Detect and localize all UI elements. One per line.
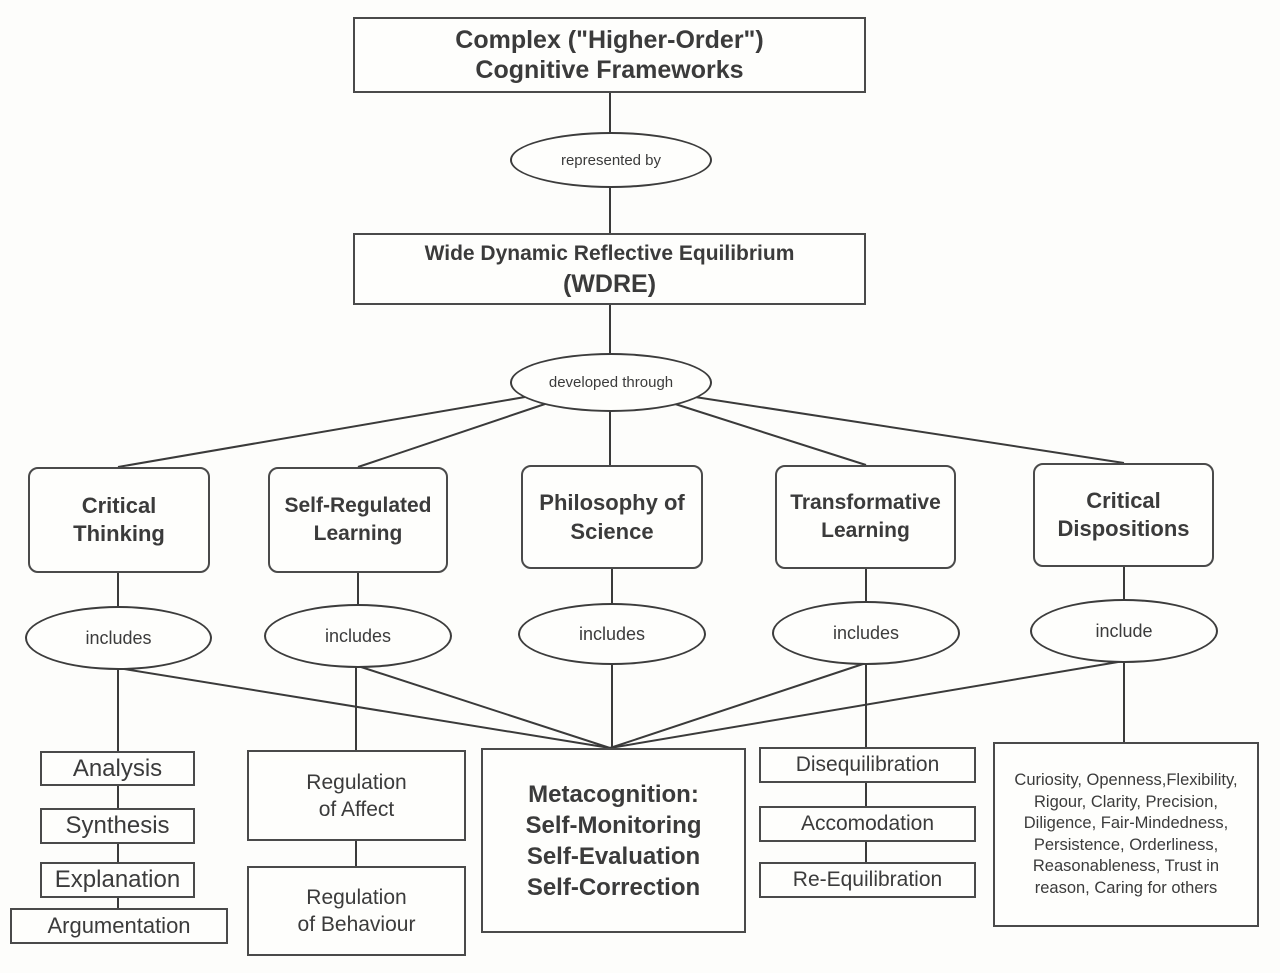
category-critical-thinking: Critical Thinking — [28, 467, 210, 573]
metacognition-self-correction: Self-Correction — [526, 873, 701, 901]
developed-through-label: developed through — [548, 374, 674, 391]
top-line1: Complex ("Higher-Order") — [455, 26, 764, 54]
wdre-box: Wide Dynamic Reflective Equilibrium (WDR… — [353, 233, 866, 305]
metacognition-title: Metacognition: — [528, 780, 699, 808]
item-regulation-of-behaviour: Regulation of Behaviour — [247, 866, 466, 956]
metacognition-box: Metacognition: Self-Monitoring Self-Eval… — [481, 748, 746, 933]
item-regulation-of-affect: Regulation of Affect — [247, 750, 466, 841]
top-line2: Cognitive Frameworks — [475, 56, 744, 84]
category-self-regulated-learning: Self-Regulated Learning — [268, 467, 448, 573]
wdre-line2: (WDRE) — [562, 270, 657, 298]
category-transformative-learning: Transformative Learning — [775, 465, 956, 569]
includes-node-3: includes — [518, 603, 706, 665]
metacognition-self-monitoring: Self-Monitoring — [525, 811, 702, 839]
dispositions-list: Curiosity, Openness,Flexibility, Rigour,… — [993, 742, 1259, 927]
top-box: Complex ("Higher-Order") Cognitive Frame… — [353, 17, 866, 93]
category-philosophy-of-science: Philosophy of Science — [521, 465, 703, 569]
include-node-5: include — [1030, 599, 1218, 663]
includes-node-1: includes — [25, 606, 212, 670]
wdre-line1: Wide Dynamic Reflective Equilibrium — [424, 242, 795, 265]
category-critical-dispositions: Critical Dispositions — [1033, 463, 1214, 567]
represented-by-node: represented by — [510, 132, 712, 188]
item-argumentation: Argumentation — [10, 908, 228, 944]
includes-node-2: includes — [264, 604, 452, 668]
item-analysis: Analysis — [40, 751, 195, 786]
item-accomodation: Accomodation — [759, 806, 976, 842]
includes-node-4: includes — [772, 601, 960, 665]
metacognition-self-evaluation: Self-Evaluation — [526, 842, 701, 870]
developed-through-node: developed through — [510, 353, 712, 412]
item-disequilibration: Disequilibration — [759, 747, 976, 783]
item-synthesis: Synthesis — [40, 808, 195, 844]
represented-by-label: represented by — [560, 151, 662, 169]
item-explanation: Explanation — [40, 862, 195, 898]
item-re-equilibration: Re-Equilibration — [759, 862, 976, 898]
